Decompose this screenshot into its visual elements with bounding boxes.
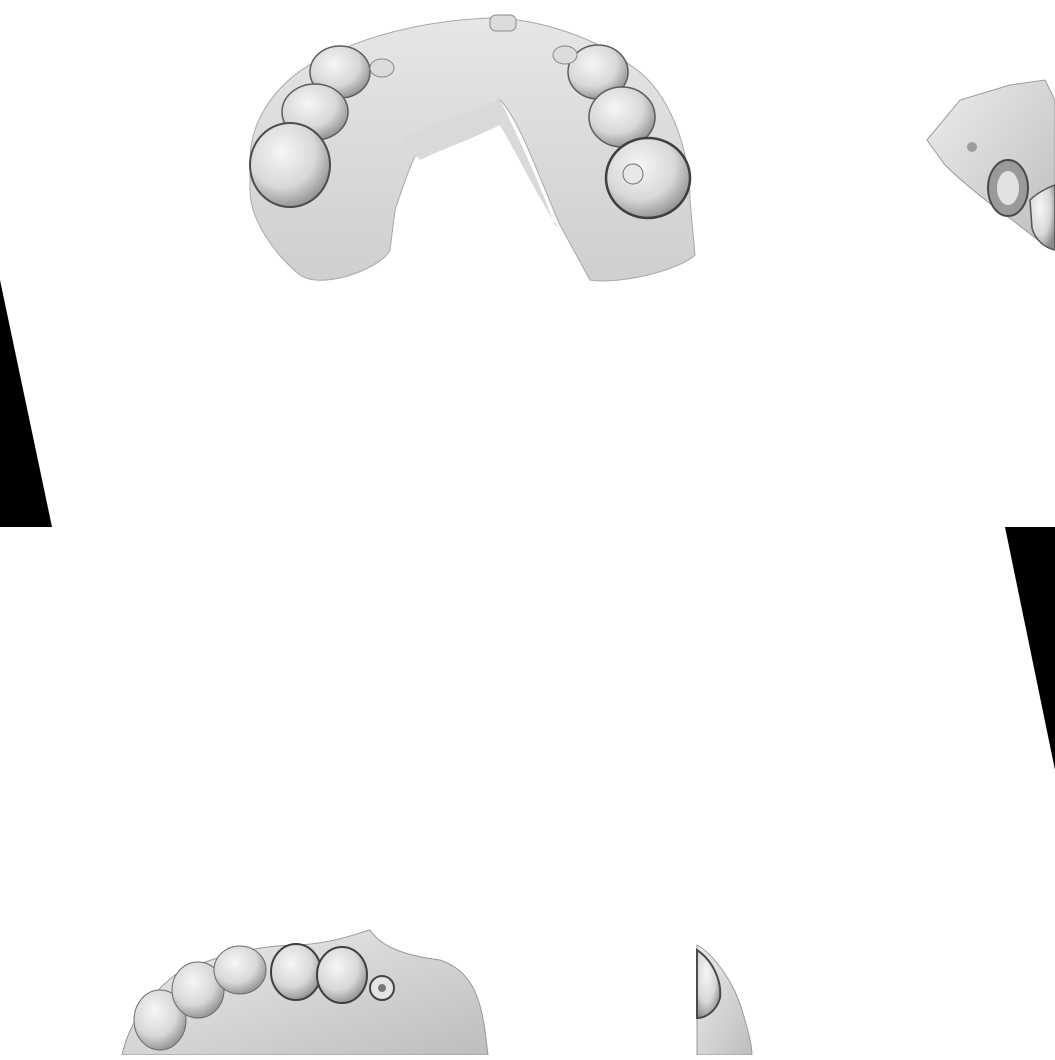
upper-arch-model bbox=[249, 14, 696, 282]
palate-implant-socket-inner bbox=[997, 171, 1019, 205]
lower-tooth-1 bbox=[133, 989, 187, 1051]
lower-implant-abutment-center bbox=[378, 984, 386, 992]
lower-tooth-5 bbox=[316, 946, 368, 1004]
lower-tooth-4 bbox=[270, 943, 322, 1001]
palate-small-pit bbox=[967, 142, 977, 152]
upper-abutment bbox=[489, 14, 517, 32]
lower-tooth-3 bbox=[213, 945, 267, 995]
lower-tooth-2 bbox=[171, 961, 225, 1019]
upper-left-small-tooth bbox=[369, 58, 395, 78]
palate-lateral-model bbox=[926, 79, 1055, 251]
lower-arch-model bbox=[121, 929, 489, 1056]
upper-right-implant-hole bbox=[622, 163, 644, 185]
molar-fragment-model bbox=[696, 944, 753, 1056]
upper-right-tooth-3 bbox=[604, 136, 692, 220]
upper-left-tooth-3 bbox=[249, 122, 331, 208]
molar-fragment-tooth bbox=[696, 948, 722, 1020]
upper-arch-palate-notch bbox=[400, 100, 560, 230]
palate-adjacent-tooth bbox=[1029, 184, 1055, 251]
left-black-wedge bbox=[0, 280, 52, 527]
right-black-wedge bbox=[1005, 527, 1055, 770]
upper-right-small-tooth bbox=[552, 45, 578, 65]
